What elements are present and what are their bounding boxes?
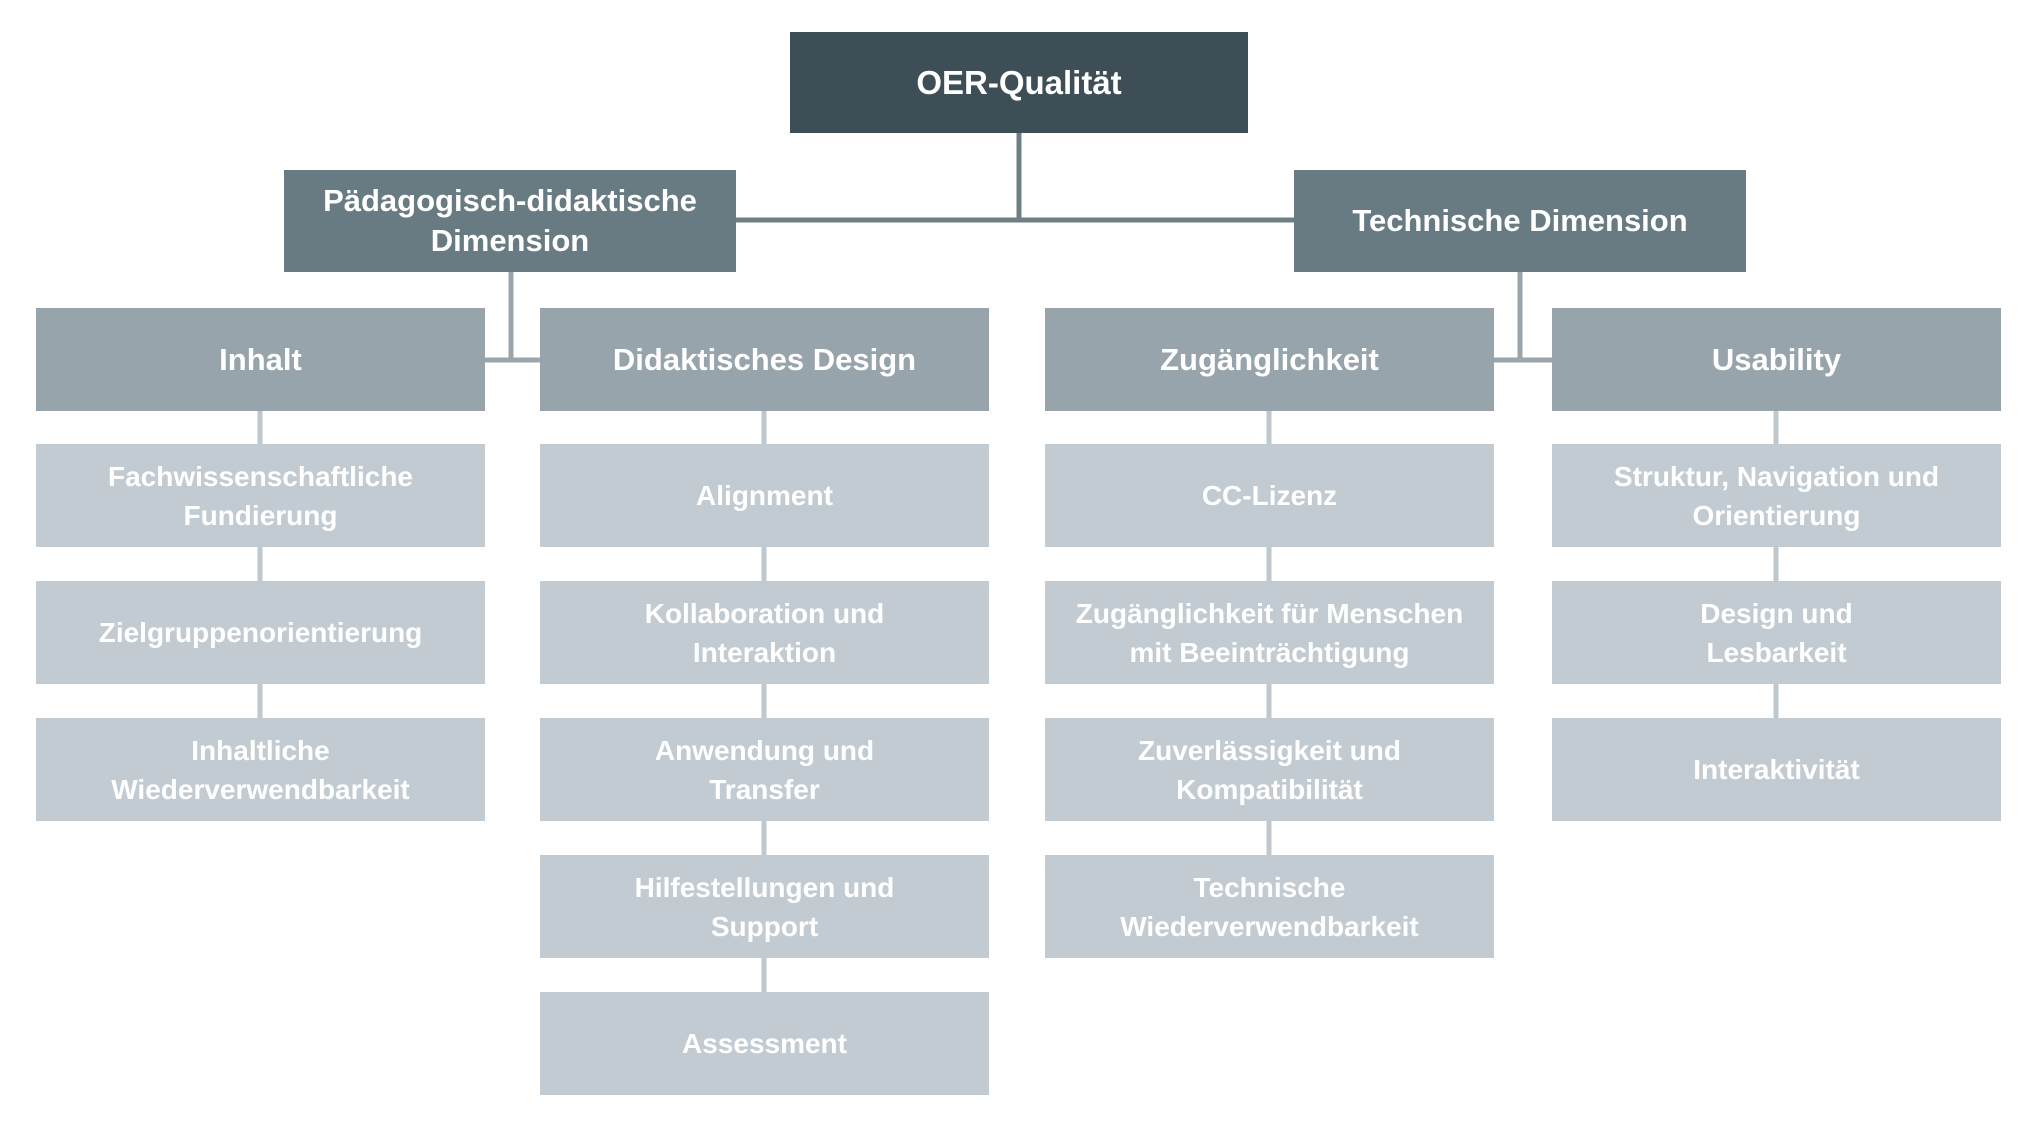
node-item-design-und-lesbarkeit: Design und Lesbarkeit — [1552, 581, 2001, 684]
node-item-cc-lizenz: CC-Lizenz — [1045, 444, 1494, 547]
node-item-zuverlaessigkeit-und-kompatibilitaet: Zuverlässigkeit und Kompatibilität — [1045, 718, 1494, 821]
node-item-interaktivitaet: Interaktivität — [1552, 718, 2001, 821]
node-item-zielgruppenorientierung: Zielgruppenorientierung — [36, 581, 485, 684]
node-category-didaktisches-design: Didaktisches Design — [540, 308, 989, 411]
node-dimension-technisch: Technische Dimension — [1294, 170, 1746, 272]
node-item-assessment: Assessment — [540, 992, 989, 1095]
node-item-anwendung-und-transfer: Anwendung und Transfer — [540, 718, 989, 821]
node-item-zugaenglichkeit-fuer-menschen: Zugänglichkeit für Menschen mit Beeinträ… — [1045, 581, 1494, 684]
node-item-kollaboration-und-interaktion: Kollaboration und Interaktion — [540, 581, 989, 684]
node-category-inhalt: Inhalt — [36, 308, 485, 411]
node-category-usability: Usability — [1552, 308, 2001, 411]
node-item-technische-wiederverwendbarkeit: Technische Wiederverwendbarkeit — [1045, 855, 1494, 958]
node-item-alignment: Alignment — [540, 444, 989, 547]
node-root-oer-qualitaet: OER-Qualität — [790, 32, 1248, 133]
node-item-fachwissenschaftliche-fundierung: Fachwissenschaftliche Fundierung — [36, 444, 485, 547]
node-item-hilfestellungen-und-support: Hilfestellungen und Support — [540, 855, 989, 958]
node-dimension-paedagogisch-didaktisch: Pädagogisch-didaktische Dimension — [284, 170, 736, 272]
node-item-inhaltliche-wiederverwendbarkeit: Inhaltliche Wiederverwendbarkeit — [36, 718, 485, 821]
node-item-struktur-navigation-orientierung: Struktur, Navigation und Orientierung — [1552, 444, 2001, 547]
node-category-zugaenglichkeit: Zugänglichkeit — [1045, 308, 1494, 411]
